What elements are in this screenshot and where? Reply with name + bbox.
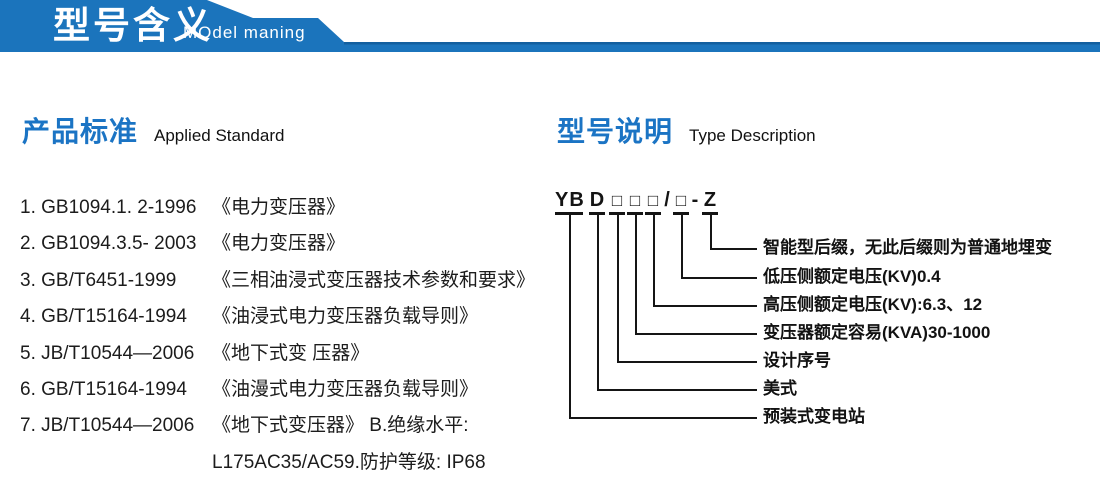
standard-row: 5. JB/T10544—2006 《地下式变 压器》 — [20, 336, 535, 372]
type-heading-en: Type Description — [689, 126, 816, 145]
code-segment-box-3: □ — [645, 190, 661, 215]
page-subtitle: MOdel maning — [183, 23, 306, 42]
connector-line-box3 — [653, 215, 757, 307]
model-label: 变压器额定容易(KVA)30-1000 — [763, 323, 991, 342]
standards-heading-en: Applied Standard — [154, 126, 285, 145]
box-glyph: □ — [611, 191, 623, 210]
standard-row: 2. GB1094.3.5- 2003 《电力变压器》 — [20, 226, 535, 262]
standard-title: 《油浸式电力变压器负载导则》 — [212, 306, 479, 328]
page-title: 型号含义 — [53, 5, 213, 46]
code-segment-yb: YB — [555, 190, 584, 215]
standards-list: 1. GB1094.1. 2-1996 《电力变压器》 2. GB1094.3.… — [20, 190, 535, 481]
standard-row: 7. JB/T10544—2006 《地下式变压器》 B.绝缘水平: — [20, 408, 535, 444]
standard-ref: 1. GB1094.1. 2-1996 — [20, 197, 197, 218]
connector-line-box2 — [635, 215, 757, 335]
standard-ref: 3. GB/T6451-1999 — [20, 269, 177, 291]
type-heading-zh: 型号说明 — [557, 116, 674, 147]
code-segment-box-1: □ — [609, 190, 625, 215]
model-label: 预装式变电站 — [763, 407, 865, 426]
connector-line-z — [710, 215, 757, 250]
standard-title: 《三相油浸式变压器技术参数和要求》 — [212, 269, 536, 291]
standard-row: 4. GB/T15164-1994 《油浸式电力变压器负载导则》 — [20, 299, 535, 335]
standard-title: 《电力变压器》 — [212, 233, 346, 255]
box-glyph: □ — [629, 191, 641, 210]
code-segment-box-4: □ — [673, 190, 689, 215]
header-banner-shape — [0, 0, 1100, 52]
type-heading: 型号说明 Type Description — [557, 110, 816, 150]
standards-heading: 产品标准 Applied Standard — [22, 110, 284, 150]
standard-title: 《地下式变 压器》 — [212, 342, 370, 364]
standard-ref: 5. JB/T10544—2006 — [20, 342, 195, 364]
box-glyph: □ — [647, 191, 659, 210]
standard-ref: 6. GB/T15164-1994 — [20, 378, 187, 400]
standard-ref: 4. GB/T15164-1994 — [20, 306, 187, 328]
standard-ref: 2. GB1094.3.5- 2003 — [20, 233, 197, 255]
model-label: 智能型后缀，无此后缀则为普通地埋变 — [763, 238, 1052, 257]
standard-title: 《地下式变压器》 B.绝缘水平: — [212, 415, 469, 437]
code-segment-dash: - — [691, 189, 699, 211]
code-segment-box-2: □ — [627, 190, 643, 215]
connector-line-box4 — [681, 215, 757, 279]
header-banner — [0, 0, 1100, 52]
header-strip-edge — [344, 42, 1100, 45]
code-segment-d: D — [589, 190, 605, 215]
standard-title: 《油漫式电力变压器负载导则》 — [212, 378, 479, 400]
box-glyph: □ — [675, 191, 687, 210]
model-label: 高压侧额定电压(KV):6.3、12 — [763, 295, 983, 314]
standard-row-continuation: L175AC35/AC59.防护等级: IP68 — [20, 445, 535, 481]
code-segment-z: Z — [702, 190, 718, 215]
standard-ref: 7. JB/T10544—2006 — [20, 415, 195, 437]
standard-title: 《电力变压器》 — [212, 197, 346, 218]
standard-title: L175AC35/AC59.防护等级: IP68 — [212, 451, 486, 473]
standards-heading-zh: 产品标准 — [22, 116, 139, 147]
connector-line-box1 — [617, 215, 757, 363]
model-label: 设计序号 — [763, 351, 831, 370]
standard-row: 1. GB1094.1. 2-1996 《电力变压器》 — [20, 190, 535, 226]
connector-line-yb — [569, 215, 757, 419]
connector-line-d — [597, 215, 757, 391]
standard-row: 3. GB/T6451-1999 《三相油浸式变压器技术参数和要求》 — [20, 263, 535, 299]
code-segment-slash: / — [664, 189, 670, 211]
model-label: 低压侧额定电压(KV)0.4 — [763, 267, 941, 286]
standard-row: 6. GB/T15164-1994 《油漫式电力变压器负载导则》 — [20, 372, 535, 408]
model-label: 美式 — [763, 379, 797, 398]
